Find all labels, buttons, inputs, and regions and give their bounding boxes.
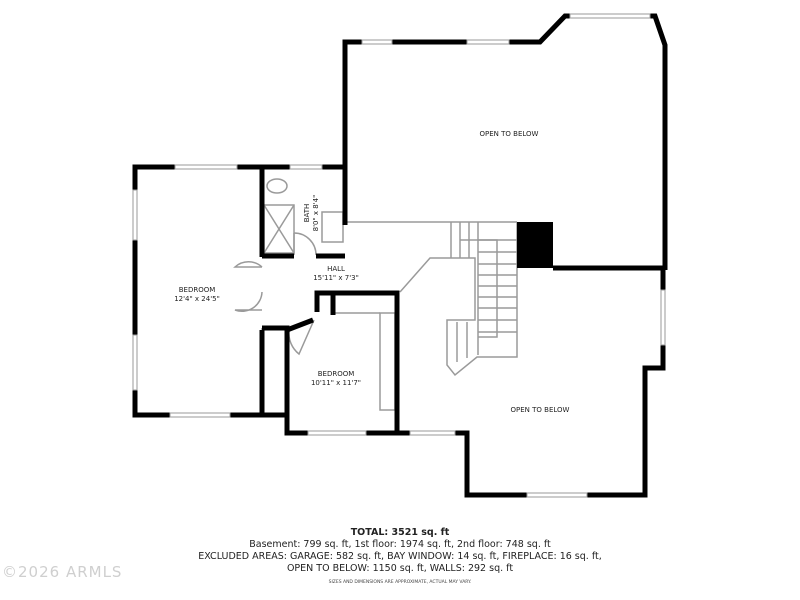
room-name: HALL xyxy=(327,265,345,273)
room-dims: 8'0" x 8'4" xyxy=(312,194,320,232)
room-name: BEDROOM xyxy=(178,286,216,294)
floor-areas: Basement: 799 sq. ft, 1st floor: 1974 sq… xyxy=(249,539,551,550)
disclaimer: SIZES AND DIMENSIONS ARE APPROXIMATE, AC… xyxy=(328,580,472,585)
walls xyxy=(132,13,668,498)
room-label-bath: BATH 8'0" x 8'4" xyxy=(303,195,321,232)
stair-railing xyxy=(399,222,518,377)
total-area: TOTAL: 3521 sq. ft xyxy=(350,527,450,538)
excluded-areas: EXCLUDED AREAS: GARAGE: 582 sq. ft, BAY … xyxy=(198,551,602,562)
room-name: OPEN TO BELOW xyxy=(479,130,539,138)
door-swing-bath xyxy=(293,232,317,256)
fireplace xyxy=(517,222,553,268)
room-dims: 12'4" x 24'5" xyxy=(174,295,220,303)
room-name: BEDROOM xyxy=(317,370,355,378)
door-swing-bedroom1b xyxy=(234,291,263,313)
room-dims: 15'11" x 7'3" xyxy=(313,274,359,282)
watermark: ©2026 ARMLS xyxy=(2,563,123,581)
room-label-bedroom1: BEDROOM 12'4" x 24'5" xyxy=(174,286,220,304)
toilet xyxy=(266,178,288,194)
closet-shelf xyxy=(379,312,396,411)
stair-arrow xyxy=(460,239,498,338)
room-label-hall: HALL 15'11" x 7'3" xyxy=(313,265,359,283)
vanity xyxy=(321,211,344,243)
wall-lower-right xyxy=(397,268,666,498)
room-name: BATH xyxy=(303,203,311,223)
thin-lines xyxy=(233,178,518,413)
room-label-open-upper: OPEN TO BELOW xyxy=(480,130,539,139)
room-label-open-lower: OPEN TO BELOW xyxy=(511,406,570,415)
excluded-areas-2: OPEN TO BELOW: 1150 sq. ft, WALLS: 292 s… xyxy=(286,563,514,574)
windows xyxy=(132,13,666,498)
wall-bedroom2 xyxy=(262,290,400,436)
door-swing-bedroom1a xyxy=(233,261,263,268)
wall-upper-open xyxy=(342,13,668,270)
room-label-bedroom2: BEDROOM 10'11" x 11'7" xyxy=(311,370,361,388)
room-dims: 10'11" x 11'7" xyxy=(310,379,362,387)
room-name: OPEN TO BELOW xyxy=(510,406,570,414)
